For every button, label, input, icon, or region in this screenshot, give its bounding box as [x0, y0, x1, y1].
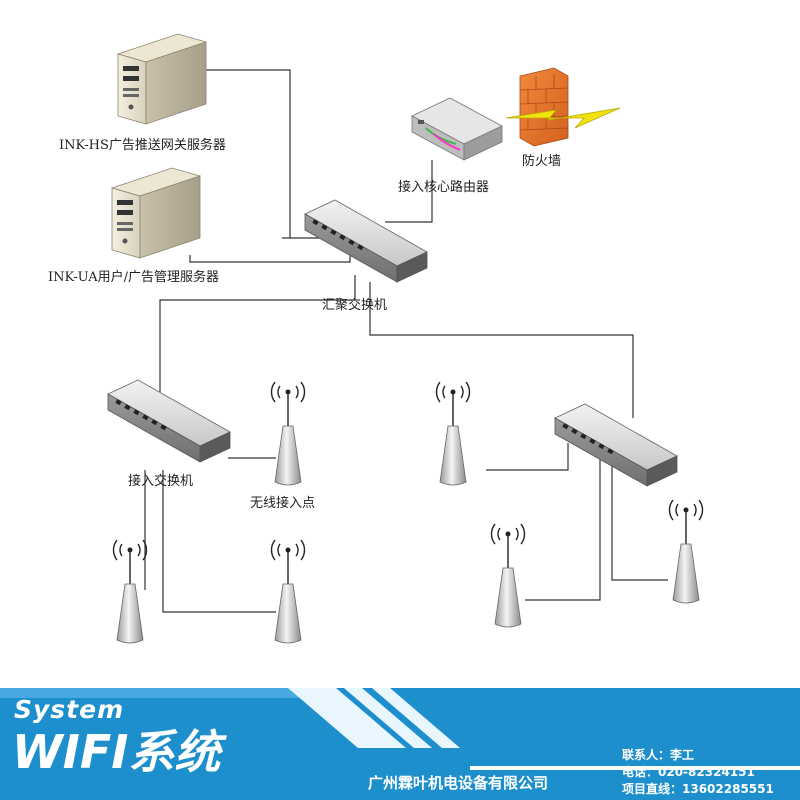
- banner-company: 广州霖叶机电设备有限公司: [368, 774, 549, 792]
- access-switch-label: 接入交换机: [128, 474, 194, 489]
- banner-system-text: System: [14, 695, 125, 724]
- access-point-icon: [270, 539, 306, 644]
- access-switch-left-icon: [107, 379, 231, 463]
- core-router-label: 接入核心路由器: [398, 180, 490, 195]
- banner-phone: 电话：020-82324151: [622, 765, 755, 779]
- user-server-label: INK-UA用户/广告管理服务器: [48, 270, 219, 285]
- access-point-icon: [270, 381, 306, 486]
- access-point-icon: [112, 539, 148, 644]
- gateway-server-label: INK-HS广告推送网关服务器: [59, 138, 226, 153]
- link-router: [385, 160, 433, 223]
- link-user-server: [189, 245, 351, 263]
- gateway-server-icon: [116, 33, 208, 125]
- link-right-sw-ap-br: [611, 458, 668, 581]
- access-point-label: 无线接入点: [250, 496, 316, 511]
- link-right-sw-ap-tl: [486, 443, 569, 471]
- lightning-icon: [505, 107, 621, 129]
- banner-contact-person: 联系人：李工: [622, 748, 695, 762]
- router-icon: [411, 97, 503, 161]
- link-right-sw-ap-bl: [525, 458, 601, 601]
- banner-project-line: 项目直线：13602285551: [622, 782, 774, 796]
- access-point-icon: [668, 499, 704, 604]
- link-agg-to-left: [159, 275, 356, 395]
- access-point-icon: [490, 523, 526, 628]
- link-agg-to-right: [369, 282, 634, 418]
- access-point-icon: [435, 381, 471, 486]
- firewall-icon: [519, 67, 569, 147]
- link-gateway-server: [205, 69, 291, 238]
- firewall-label: 防火墙: [522, 154, 562, 169]
- banner-title: WIFI系统: [12, 725, 221, 779]
- banner-stripes: [0, 688, 800, 770]
- access-switch-right-icon: [554, 403, 678, 487]
- user-server-icon: [110, 167, 202, 259]
- aggregation-switch-label: 汇聚交换机: [322, 298, 388, 313]
- link-left-sw-ap-br: [162, 470, 276, 613]
- footer-banner: System WIFI系统 广州霖叶机电设备有限公司 联系人：李工 电话：020…: [0, 688, 800, 800]
- connection-lines: [144, 69, 668, 613]
- aggregation-switch-icon: [304, 199, 428, 283]
